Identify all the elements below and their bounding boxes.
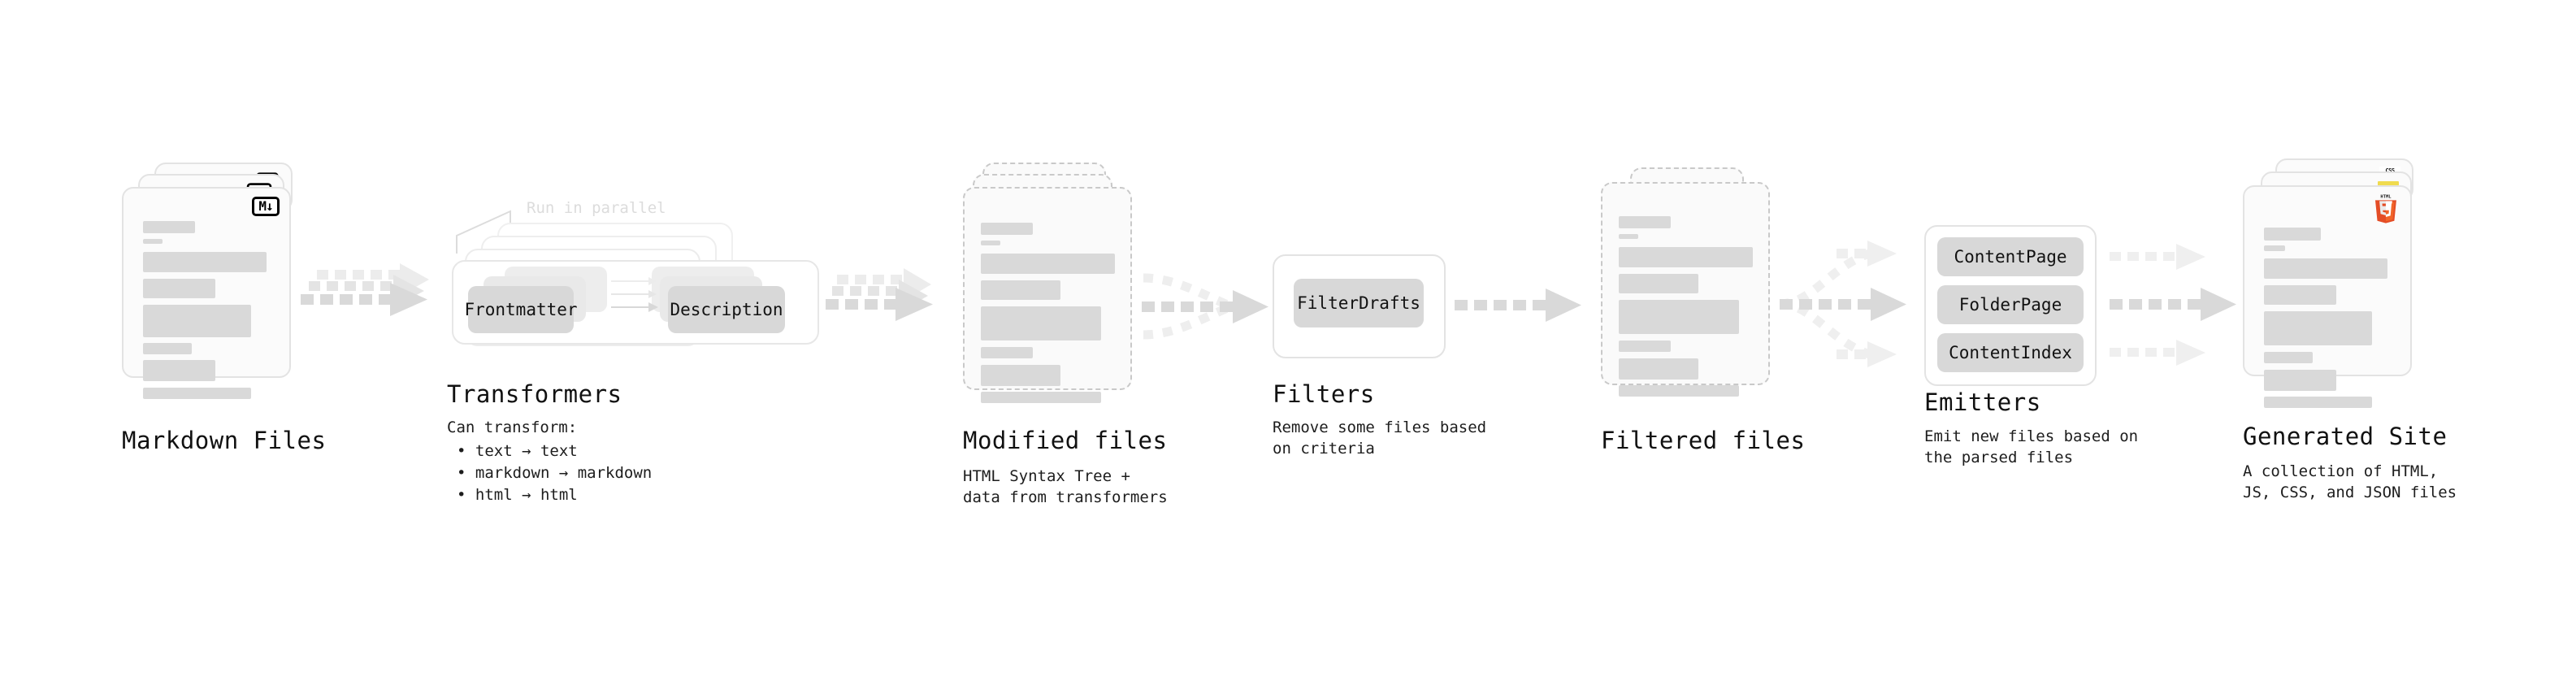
arrow-transformers-to-modified [826,268,933,321]
modified-files-sub-0: HTML Syntax Tree + [963,467,1130,485]
skeleton-bar [981,347,1033,358]
emitter-chip-contentpage[interactable]: ContentPage [1937,237,2084,276]
skeleton-bar [143,305,251,337]
arrow-filters-to-filtered [1455,288,1581,322]
markdown-file-front: M↓ [122,187,291,399]
emitter-chip-folderpage[interactable]: FolderPage [1937,285,2084,324]
skeleton-bar [143,252,267,272]
generated-site-sub-1: JS, CSS, and JSON files [2243,484,2457,501]
skeleton-bar [981,306,1101,340]
skeleton-bar [2264,352,2313,363]
markdown-badge: M↓ [252,197,280,216]
skeleton-bar [1619,234,1638,239]
skeleton-bar [981,280,1060,300]
skeleton-bar [143,360,215,381]
skeleton-bar [1619,216,1671,228]
stage-title-transformers: Transformers [447,380,622,408]
modified-file-front [963,187,1132,403]
skeleton-bar [1619,385,1739,397]
stage-title-generated-site: Generated Site [2243,423,2448,450]
svg-text:HTML: HTML [2380,194,2392,199]
generated-site-sub-0: A collection of HTML, [2243,462,2439,480]
stage-title-filtered-files: Filtered files [1601,427,1806,454]
emitters-sub-1: the parsed files [1924,449,2074,466]
filters-sub-1: on criteria [1273,440,1375,458]
skeleton-bar [1619,340,1671,352]
modified-files-sub-1: data from transformers [963,488,1168,506]
transformer-chip-description[interactable]: Description [668,286,785,333]
filters-sub-0: Remove some files based [1273,419,1487,436]
run-in-parallel-label: Run in parallel [527,199,666,217]
stage-title-modified-files: Modified files [963,427,1168,454]
filtered-file-front [1601,182,1770,397]
skeleton-bar [2264,370,2336,391]
html5-icon: HTML [2374,194,2396,223]
skeleton-bar [2264,245,2285,251]
arrow-emitters-to-site [2110,244,2236,366]
skeleton-bar [1619,274,1698,293]
skeleton-bar [981,254,1115,274]
skeleton-bar [2264,285,2336,305]
arrow-modified-to-filters [1142,273,1268,340]
skeleton-bar [143,343,192,354]
skeleton-bar [2264,258,2387,279]
emitter-chip-contentindex[interactable]: ContentIndex [1937,333,2084,372]
skeleton-bar [1619,247,1753,267]
generated-file-html-front: HTML [2243,185,2412,408]
arrow-filtered-to-emitters [1780,241,1906,367]
skeleton-bar [2264,228,2321,241]
skeleton-bar [143,221,195,233]
arrow-markdown-to-transformers [301,263,429,316]
filter-chip-filterdrafts[interactable]: FilterDrafts [1294,279,1424,327]
skeleton-bar [981,365,1060,386]
skeleton-bar [143,239,163,244]
stage-title-filters: Filters [1273,380,1375,408]
transformers-bullet-2: • html → html [457,486,578,504]
transformers-bullet-0: • text → text [457,442,578,460]
skeleton-bar [1619,300,1739,334]
skeleton-bar [2264,397,2372,408]
stage-title-markdown-files: Markdown Files [122,427,327,454]
transformer-inner-arrows [611,277,658,312]
transformers-subtitle: Can transform: [447,419,578,436]
transformer-chip-frontmatter[interactable]: Frontmatter [464,286,578,333]
skeleton-bar [981,223,1033,235]
skeleton-bar [143,388,251,399]
transformers-bullet-1: • markdown → markdown [457,464,653,482]
skeleton-bar [981,241,1000,245]
skeleton-bar [1619,358,1698,380]
emitters-sub-0: Emit new files based on [1924,427,2139,445]
skeleton-bar [981,392,1101,403]
skeleton-bar [2264,311,2372,345]
skeleton-bar [143,279,215,298]
stage-title-emitters: Emitters [1924,388,2041,416]
